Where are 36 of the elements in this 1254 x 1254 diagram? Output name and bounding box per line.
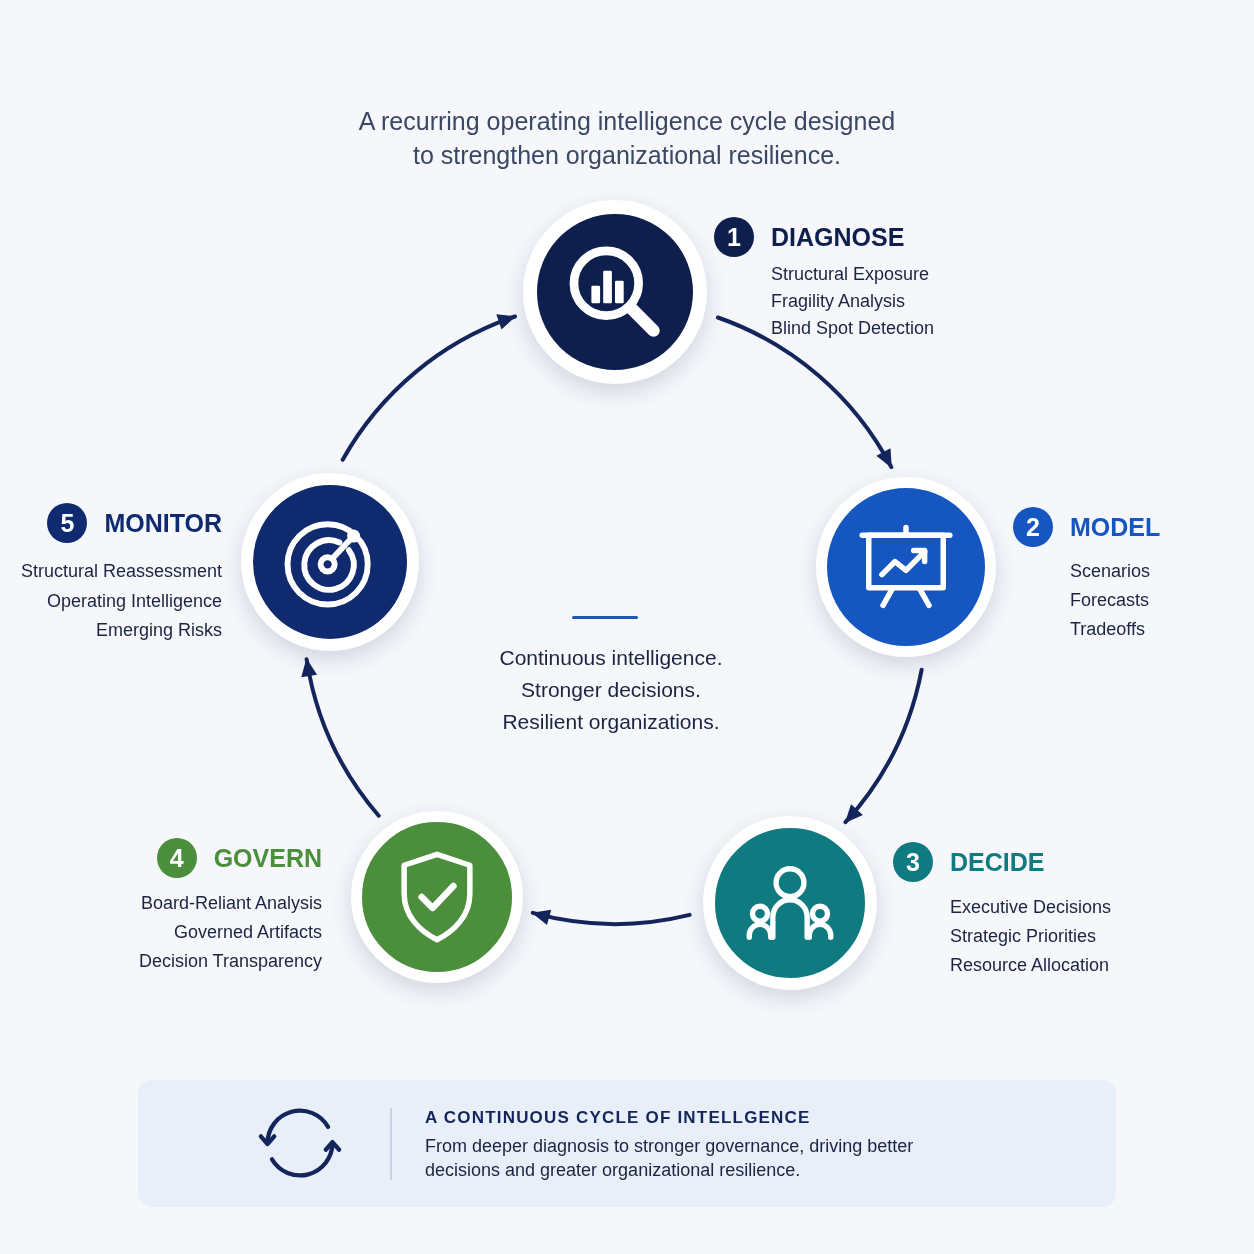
cycle-arrow [715,315,894,470]
step-item: Decision Transparency [138,950,322,973]
tagline-text: Resilient organizations. [502,709,720,735]
step-item: Executive Decisions [950,896,1112,919]
step-heading: DECIDE [950,847,1045,877]
cycle-arrow [302,657,381,818]
step-item: Structural Exposure [771,263,930,286]
step-item: Governed Artifacts [173,921,322,944]
step-heading: GOVERN [213,843,322,873]
step-item: Fragility Analysis [771,290,906,313]
step-item: Blind Spot Detection [771,317,935,340]
tagline-text: Continuous intelligence. [499,645,723,671]
step-item: Resource Allocation [950,954,1110,977]
banner-text: From deeper diagnosis to stronger governance, driving better decisions and greater organizational resilience. [425,1134,915,1182]
step-item: Emerging Risks [95,619,222,642]
subtitle: A recurring operating intelligence cycle designed to strengthen organizational resilience. [357,106,897,171]
tagline-text: Stronger decisions. [521,677,701,703]
step-number-badge: 1 [714,217,754,257]
cycle-arrow [340,314,517,462]
step-heading: MONITOR [104,508,222,538]
banner-heading: A CONTINUOUS CYCLE OF INTELLGENCE [425,1106,812,1129]
step-heading: DIAGNOSE [771,222,905,252]
step-heading: MODEL [1070,512,1161,542]
step-number-badge: 4 [156,838,197,878]
step-item: Operating Intelligence [46,589,222,613]
step-item: Tradeoffs [1070,618,1146,641]
step-number-badge: 3 [893,842,933,882]
step-item: Forecasts [1070,589,1150,612]
cycle-arrow [843,667,924,825]
step-item: Structural Reassessment [20,560,222,583]
step-item: Strategic Priorities [950,925,1097,948]
step-item: Scenarios [1070,560,1151,583]
step-number-badge: 2 [1013,507,1053,547]
step-item: Board-Reliant Analysis [140,892,322,915]
cycle-arrow [530,908,692,926]
step-number-badge: 5 [47,503,88,543]
